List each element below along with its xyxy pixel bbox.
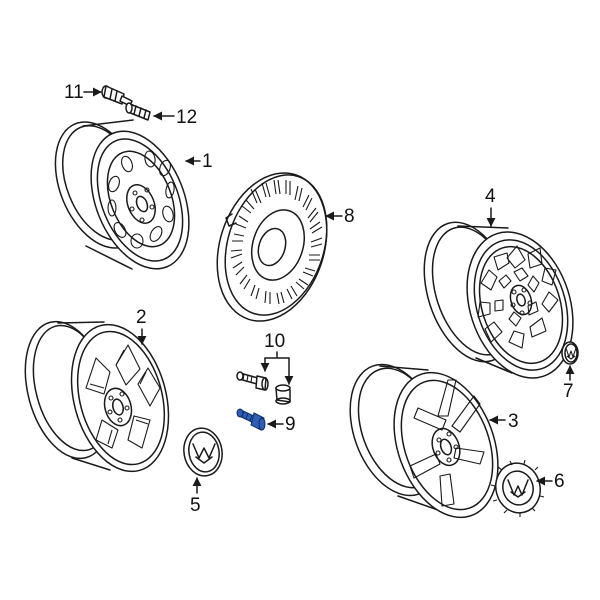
lock-nut [275, 384, 291, 405]
center-cap-decorative [490, 459, 545, 517]
callout-11: 11 [64, 82, 84, 103]
wheel-bolt-highlighted [236, 408, 266, 431]
center-cap-small [561, 341, 579, 365]
callout-7: 7 [563, 381, 574, 402]
callout-10: 10 [264, 331, 285, 352]
wheel-bolt [236, 371, 269, 391]
callout-2: 2 [136, 307, 147, 328]
callout-1: 1 [202, 151, 213, 172]
valve-cap [125, 102, 151, 121]
callout-4: 4 [485, 186, 496, 207]
center-cap-large [183, 427, 223, 477]
leader-10-bar [264, 351, 290, 359]
alloy-wheel-spoke [24, 320, 170, 473]
callout-5: 5 [190, 495, 201, 516]
steel-wheel [54, 119, 190, 270]
callout-12: 12 [176, 107, 197, 128]
callout-6: 6 [554, 471, 565, 492]
callout-9: 9 [285, 414, 296, 435]
callout-8: 8 [344, 206, 355, 227]
alloy-wheel-twin-spoke [349, 363, 499, 519]
callout-3: 3 [508, 411, 519, 432]
alloy-wheel-mesh [423, 221, 574, 379]
wheel-cover [216, 172, 328, 322]
